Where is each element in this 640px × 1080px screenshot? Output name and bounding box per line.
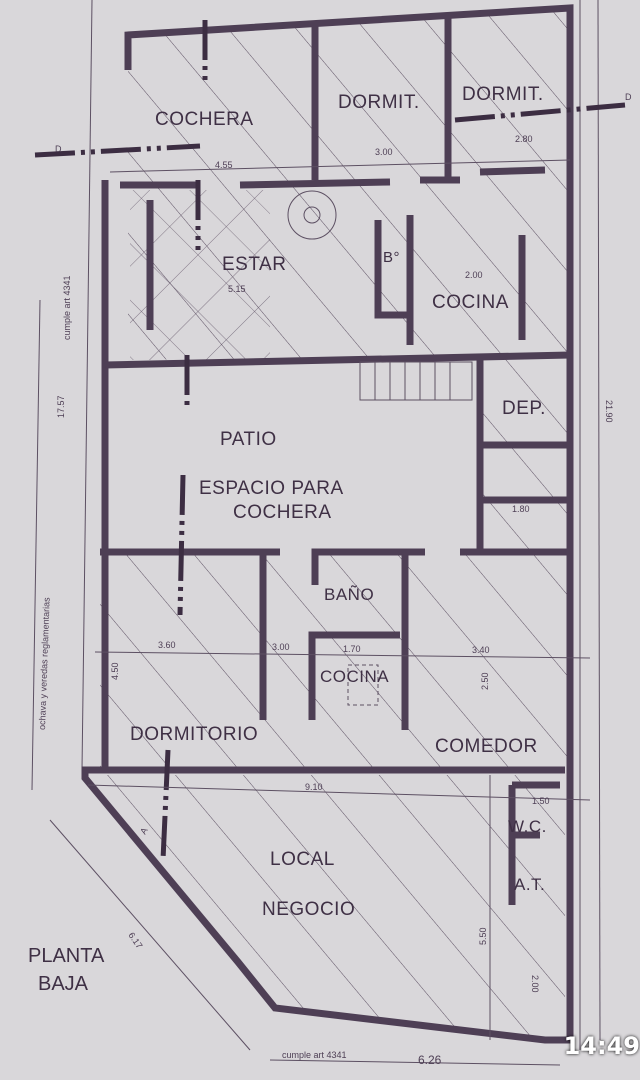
section-marker-a: A — [138, 826, 150, 836]
dim-5-50: 5.50 — [478, 927, 488, 945]
lower-block-hatch — [100, 552, 570, 770]
notes: cumple art 4341 cumple art 4341 ochava y… — [37, 275, 347, 1060]
room-cochera: COCHERA — [155, 109, 254, 130]
dim-4-55: 4.55 — [215, 160, 233, 170]
dim-2-00-top: 2.00 — [465, 270, 483, 280]
dim-1-70: 1.70 — [343, 644, 361, 654]
dim-3-00-bottom: 3.00 — [272, 642, 290, 652]
room-cocina: COCINA — [320, 667, 389, 686]
dim-9-10: 9.10 — [305, 782, 323, 792]
room-bano-upper: B° — [383, 249, 400, 266]
room-patio: PATIO — [220, 429, 277, 450]
walls — [81, 4, 574, 1044]
room-local: LOCAL — [270, 849, 335, 870]
estar-crosshatch — [130, 190, 270, 360]
plan-title-line2: BAJA — [38, 973, 89, 995]
dim-3-00-top: 3.00 — [375, 147, 393, 157]
room-espacio-line1: ESPACIO PARA — [199, 478, 344, 499]
plan-title-line1: PLANTA — [28, 945, 105, 967]
note-cumple-left: cumple art 4341 — [62, 275, 72, 340]
dim-6-17: 6.17 — [126, 930, 144, 950]
room-dormit-1: DORMIT. — [338, 92, 420, 113]
dimension-labels: 4.55 3.00 2.80 2.00 5.15 17.57 21.90 1.8… — [56, 134, 614, 1067]
dim-4-50: 4.50 — [110, 662, 120, 680]
dim-5-15: 5.15 — [228, 284, 246, 294]
section-lines: D D A — [34, 20, 632, 861]
dim-1-50: 1.50 — [532, 796, 550, 806]
room-cocina-upper: COCINA — [432, 292, 509, 313]
dim-21-90: 21.90 — [604, 400, 614, 423]
dep-hatch — [480, 355, 570, 552]
dimension-lines — [87, 159, 591, 1040]
status-time: 14:49 — [563, 1032, 640, 1060]
room-bano: BAÑO — [324, 585, 374, 604]
dim-17-57: 17.57 — [56, 395, 66, 418]
dim-6-26: 6.26 — [418, 1053, 442, 1067]
note-ochava: ochava y veredas reglamentarias — [37, 597, 52, 730]
room-dormit-2: DORMIT. — [462, 84, 544, 105]
room-negocio: NEGOCIO — [262, 899, 355, 920]
note-cumple-bottom: cumple art 4341 — [282, 1050, 347, 1060]
room-estar: ESTAR — [222, 254, 286, 275]
room-wc: W.C. — [508, 817, 547, 836]
room-dormitorio: DORMITORIO — [130, 724, 258, 745]
room-comedor: COMEDOR — [435, 736, 538, 757]
dim-2-80: 2.80 — [515, 134, 533, 144]
room-at: A.T. — [514, 875, 545, 894]
hatching — [85, 8, 570, 1040]
dim-3-40: 3.40 — [472, 645, 490, 655]
room-labels: COCHERA DORMIT. DORMIT. ESTAR B° COCINA … — [130, 84, 547, 920]
dim-1-80: 1.80 — [512, 504, 530, 514]
dim-2-00-bottom: 2.00 — [530, 975, 540, 993]
room-deposito: DEP. — [502, 398, 546, 419]
section-marker-d-right: D — [625, 92, 632, 102]
stair — [287, 190, 473, 706]
local-hatch — [85, 775, 565, 1040]
section-marker-d-left: D — [55, 144, 62, 154]
room-espacio-line2: COCHERA — [233, 502, 332, 523]
dim-3-60: 3.60 — [158, 640, 176, 650]
lot-lines — [31, 0, 601, 1066]
dim-2-50: 2.50 — [480, 672, 490, 690]
